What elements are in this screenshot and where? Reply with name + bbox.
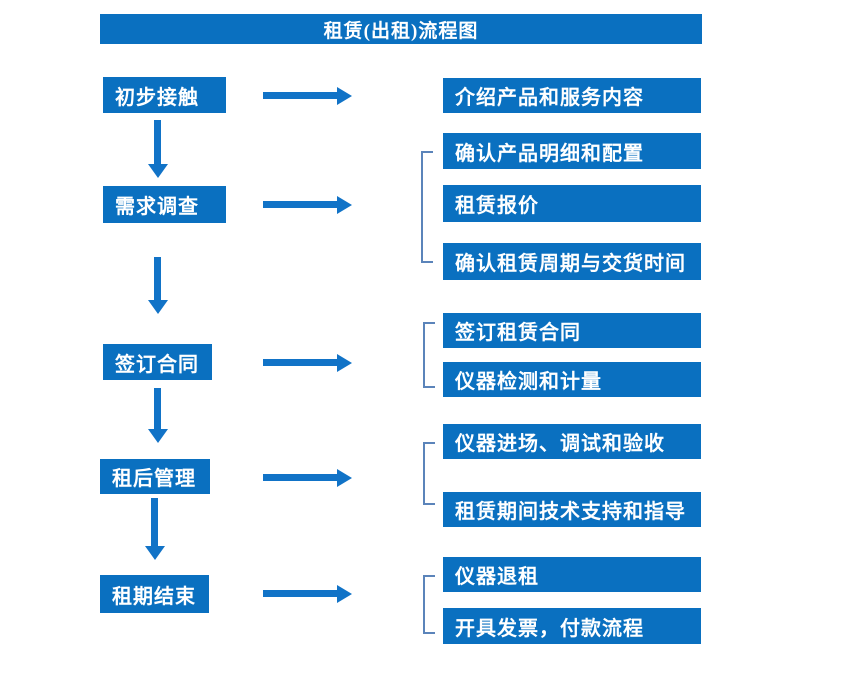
detail-label: 确认产品明细和配置	[455, 142, 644, 165]
page-title: 租赁(出租)流程图	[323, 20, 479, 42]
arrow-right-icon	[263, 92, 337, 99]
detail-label: 开具发票，付款流程	[455, 617, 644, 640]
step-box-demand-survey: 需求调查	[103, 186, 226, 223]
step-label: 租后管理	[112, 468, 196, 490]
detail-box-rental-quotation: 租赁报价	[443, 185, 701, 222]
bracket-connector	[423, 575, 435, 634]
arrow-right-icon	[263, 474, 337, 481]
bracket-connector	[423, 322, 435, 388]
detail-box-introduce-products: 介绍产品和服务内容	[443, 78, 701, 113]
arrow-down-icon	[154, 388, 161, 429]
bracket-connector	[423, 442, 435, 505]
detail-label: 仪器检测和计量	[455, 371, 602, 393]
detail-box-technical-support: 租赁期间技术支持和指导	[443, 492, 701, 527]
step-label: 初步接触	[115, 86, 199, 109]
detail-label: 签订租赁合同	[455, 322, 581, 344]
detail-label: 租赁报价	[455, 195, 539, 217]
detail-box-confirm-period-delivery: 确认租赁周期与交货时间	[443, 243, 701, 280]
detail-box-instrument-entry-acceptance: 仪器进场、调试和验收	[443, 424, 701, 459]
arrow-right-icon	[263, 359, 337, 366]
detail-label: 仪器进场、调试和验收	[455, 433, 665, 455]
arrow-down-icon	[154, 257, 161, 300]
detail-box-instrument-testing: 仪器检测和计量	[443, 362, 701, 397]
step-box-post-rental-management: 租后管理	[100, 459, 210, 494]
detail-box-sign-rental-contract: 签订租赁合同	[443, 313, 701, 348]
arrow-right-icon	[263, 590, 337, 597]
arrow-right-icon	[263, 201, 337, 208]
step-box-sign-contract: 签订合同	[103, 344, 212, 380]
step-label: 签订合同	[115, 353, 199, 376]
step-box-rental-end: 租期结束	[100, 575, 209, 613]
detail-label: 仪器退租	[455, 566, 539, 588]
detail-label: 租赁期间技术支持和指导	[455, 501, 686, 523]
detail-label: 确认租赁周期与交货时间	[455, 253, 686, 275]
arrow-down-icon	[154, 120, 161, 164]
detail-box-confirm-product-config: 确认产品明细和配置	[443, 133, 701, 169]
detail-box-instrument-return: 仪器退租	[443, 557, 701, 592]
step-box-initial-contact: 初步接触	[103, 77, 226, 113]
arrow-down-icon	[151, 498, 158, 546]
detail-label: 介绍产品和服务内容	[455, 87, 644, 109]
step-label: 租期结束	[112, 585, 196, 608]
title-bar: 租赁(出租)流程图	[100, 14, 702, 44]
detail-box-invoice-payment: 开具发票，付款流程	[443, 608, 701, 644]
bracket-connector	[421, 151, 433, 263]
step-label: 需求调查	[115, 196, 199, 218]
